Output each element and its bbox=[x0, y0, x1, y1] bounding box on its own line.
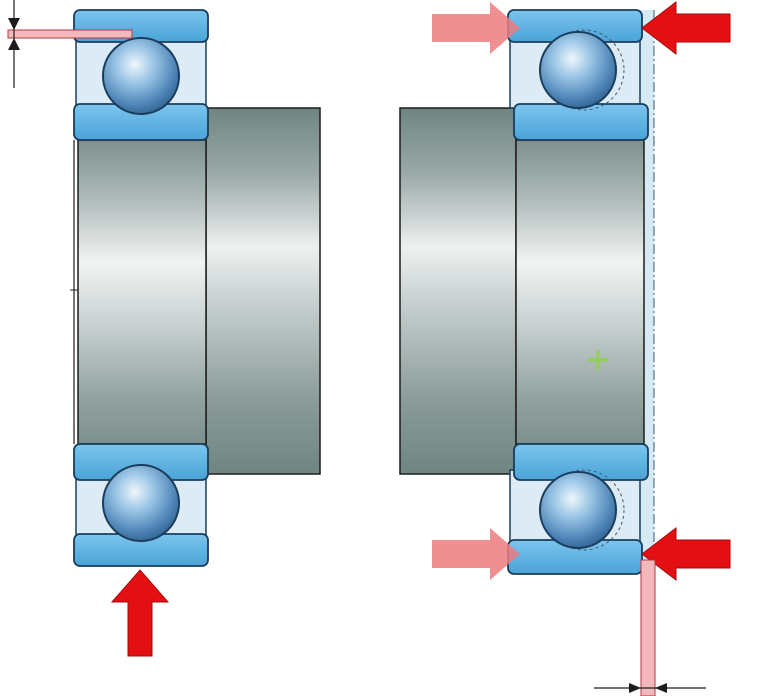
right-inner-bore bbox=[515, 139, 645, 445]
left-bearing bbox=[7, 0, 321, 657]
left-inner-bore bbox=[77, 139, 207, 445]
right-top-bearing-section bbox=[507, 9, 649, 141]
right-top-inner-ring bbox=[513, 103, 649, 141]
left-bottom-ball bbox=[102, 464, 180, 542]
left-top-bearing-section bbox=[73, 9, 209, 141]
arrow-left-icon bbox=[641, 0, 731, 56]
radial-clearance-icon bbox=[7, 0, 133, 88]
left-shaft-extension bbox=[205, 107, 321, 475]
left-top-ball bbox=[102, 37, 180, 115]
arrow-up-icon bbox=[110, 569, 170, 657]
right-bottom-ball-ghost bbox=[543, 469, 625, 551]
right-bearing bbox=[399, 0, 731, 696]
right-top-ball bbox=[539, 31, 617, 109]
right-shaft-extension bbox=[399, 107, 517, 475]
arrow-right-icon bbox=[432, 2, 520, 54]
axial-clearance-icon bbox=[594, 559, 706, 696]
right-bottom-bearing-section bbox=[507, 443, 649, 575]
center-cross-icon bbox=[588, 350, 608, 370]
left-bottom-bearing-section bbox=[73, 443, 209, 567]
arrow-right-icon-bottom bbox=[432, 528, 520, 580]
right-bottom-ball bbox=[539, 471, 617, 549]
right-top-ball-ghost bbox=[543, 29, 625, 111]
arrow-left-icon-bottom bbox=[641, 526, 731, 582]
